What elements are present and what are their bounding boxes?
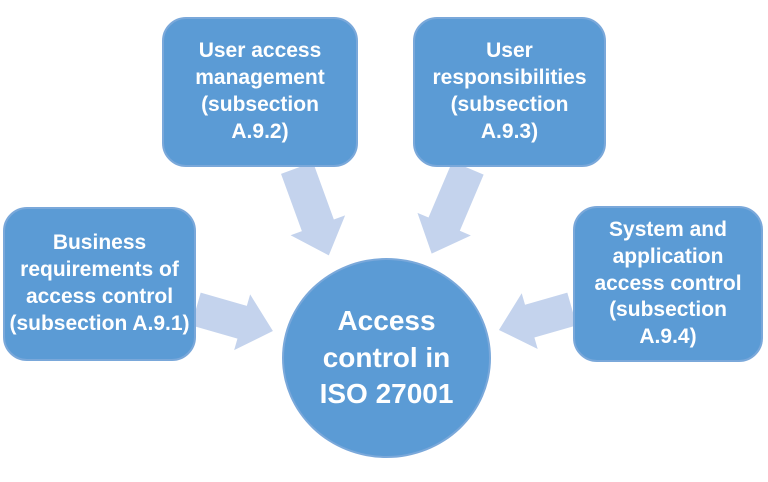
arrow-a91-to-center-icon [191,292,273,351]
arrow-a92-to-center-icon [281,162,346,256]
node-user-responsibilities-a93: User responsibilities (subsection A.9.3) [413,17,606,167]
node-label: Business requirements of access control … [9,231,190,335]
node-system-application-access-a94: System and application access control (s… [573,206,763,362]
node-label: User access management (subsection A.9.2… [195,39,325,143]
node-label: User responsibilities (subsection A.9.3) [432,39,587,143]
node-center-access-control-iso27001: Access control in ISO 27001 [282,258,491,458]
node-label: Access control in ISO 27001 [319,305,454,410]
arrow-a93-to-center-icon [417,161,484,254]
node-business-requirements-a91: Business requirements of access control … [3,207,196,361]
node-label: System and application access control (s… [594,217,742,349]
arrow-a94-to-center-icon [498,292,577,350]
node-user-access-management-a92: User access management (subsection A.9.2… [162,17,358,167]
